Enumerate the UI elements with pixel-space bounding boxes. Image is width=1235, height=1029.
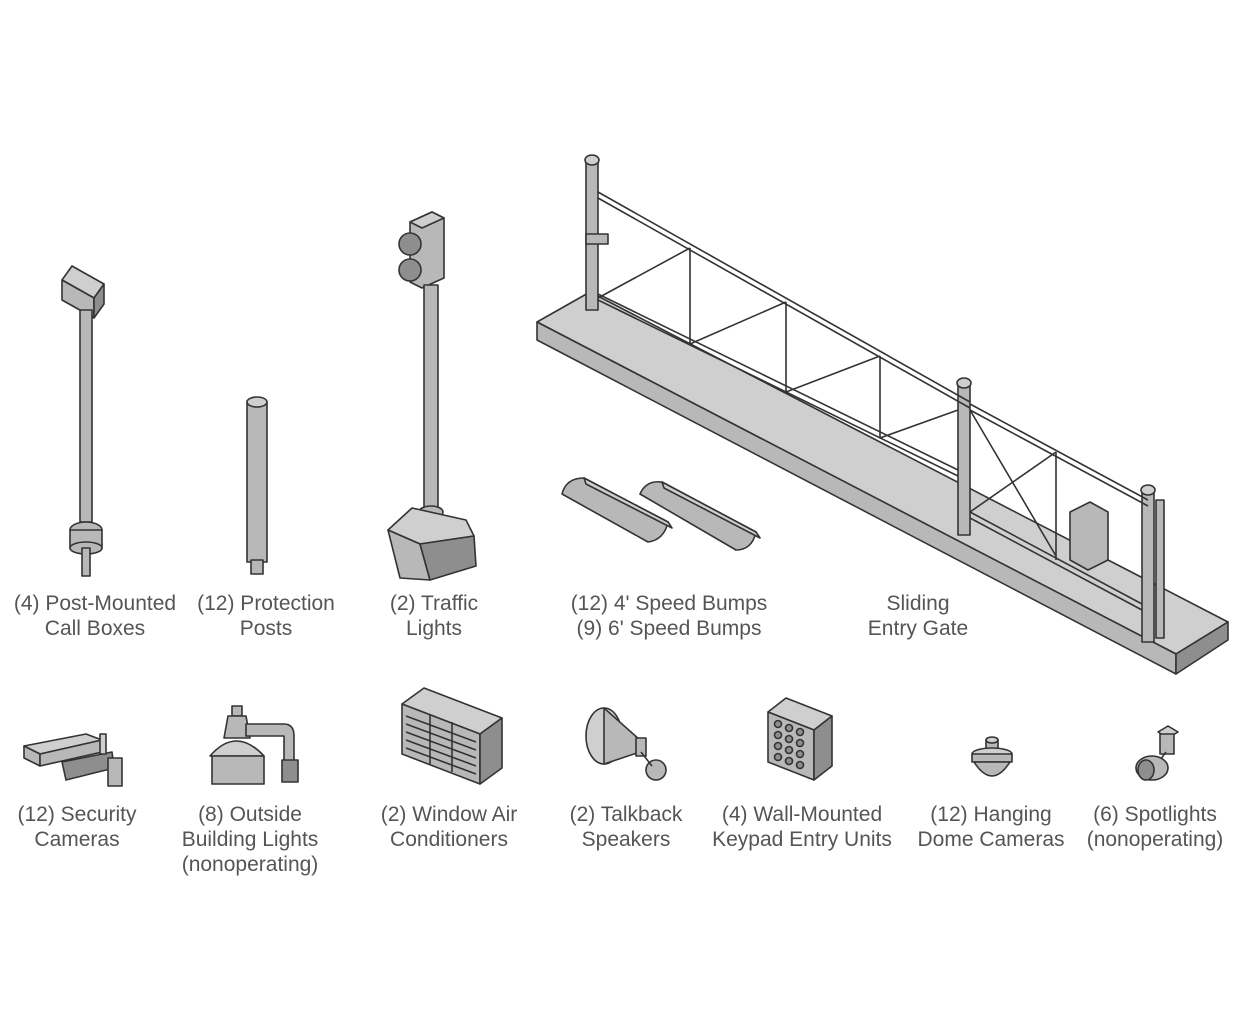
air-conditioner-icon	[401, 687, 503, 785]
building-light-icon	[209, 705, 299, 785]
protection-post-icon	[246, 396, 268, 575]
keypad-icon	[767, 697, 833, 781]
security-camera-icon	[23, 733, 123, 787]
traffic-light-icon	[387, 211, 477, 581]
sliding-gate-icon	[536, 154, 1229, 675]
speed-bump-icon	[561, 477, 761, 551]
label-spotlights: (6) Spotlights(nonoperating)	[1086, 803, 1224, 851]
dome-camera-icon	[971, 736, 1013, 777]
label-speed-bumps: (12) 4' Speed Bumps(9) 6' Speed Bumps	[570, 592, 768, 640]
speaker-icon	[585, 707, 667, 781]
spotlight-icon	[1135, 725, 1179, 781]
call-box-post-icon	[61, 265, 105, 577]
